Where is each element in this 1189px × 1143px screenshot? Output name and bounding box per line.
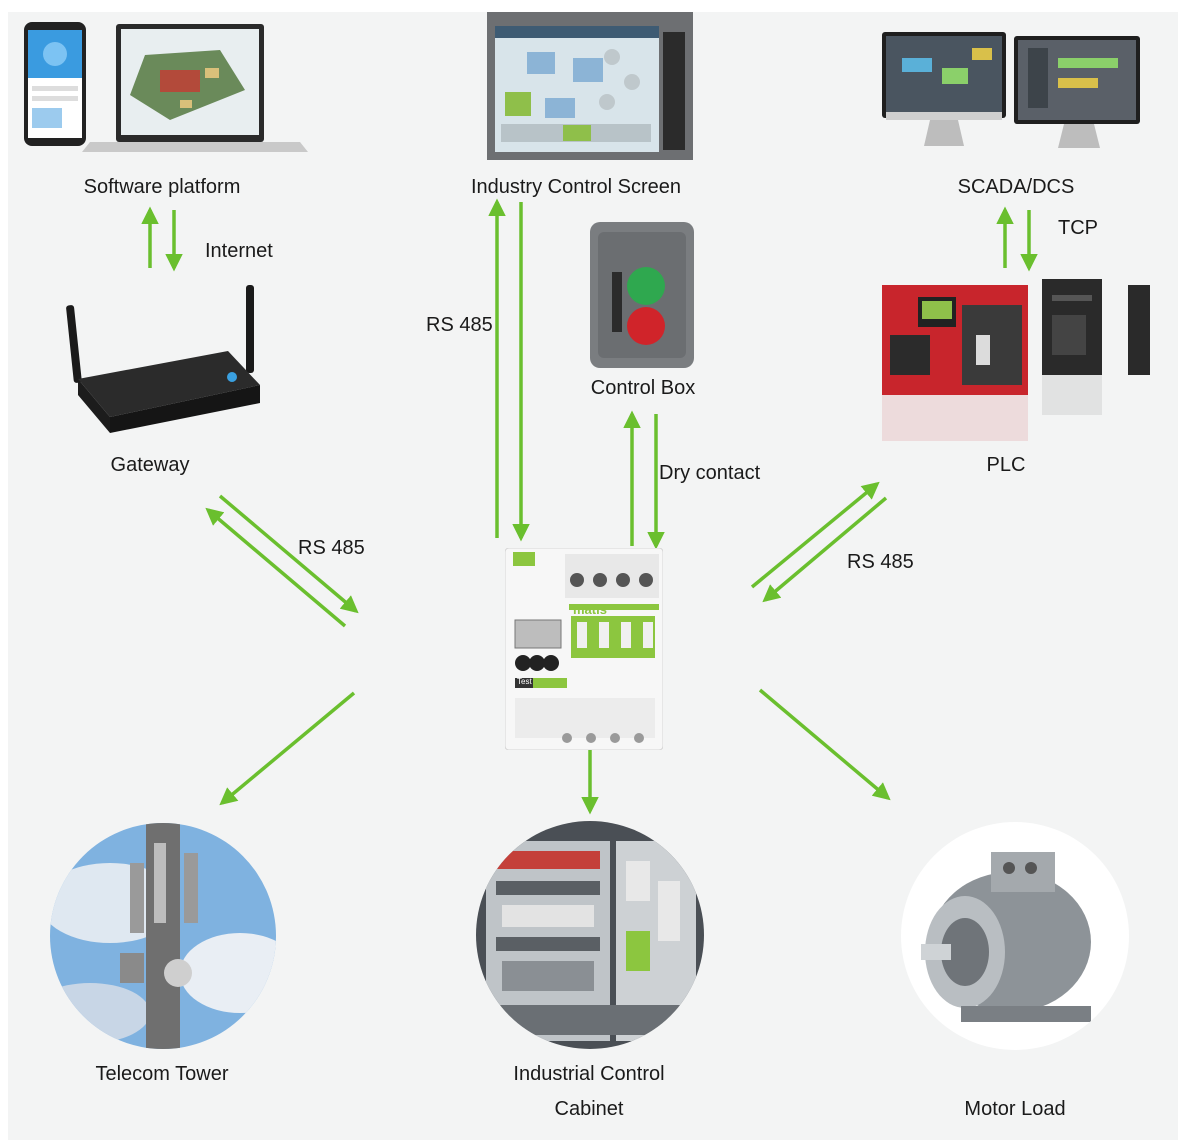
- software-platform-image: [20, 20, 310, 155]
- edge-label-rs485-screen: RS 485: [426, 314, 493, 336]
- label-gateway: Gateway: [110, 454, 190, 476]
- matis-device-image: matis Test: [504, 547, 664, 751]
- label-scada-dcs: SCADA/DCS: [957, 176, 1075, 198]
- device-brand: matis: [573, 602, 607, 617]
- edge-label-tcp: TCP: [1058, 217, 1098, 239]
- industry-control-screen-image: [487, 12, 693, 160]
- arrow-device-to-telecom: [219, 691, 356, 806]
- industrial-control-cabinet-image: [476, 821, 704, 1049]
- label-industry-control-screen: Industry Control Screen: [470, 176, 682, 198]
- edge-label-rs485-plc: RS 485: [847, 551, 914, 573]
- arrow-device-to-motor: [758, 688, 891, 801]
- label-control-box: Control Box: [590, 377, 696, 399]
- edge-label-rs485-gateway: RS 485: [298, 537, 365, 559]
- edge-label-dry-contact: Dry contact: [659, 462, 761, 484]
- device-test-label: Test: [517, 677, 532, 686]
- control-box-image: [590, 222, 694, 368]
- arrow-device-to-plc: [750, 481, 880, 589]
- arrow-plc-to-device: [762, 496, 888, 603]
- motor-load-image: [901, 822, 1129, 1050]
- plc-image: [882, 275, 1152, 445]
- scada-dcs-image: [882, 28, 1150, 156]
- label-industrial-control-cabinet-line1: Industrial Control: [513, 1063, 665, 1085]
- label-plc: PLC: [986, 454, 1026, 476]
- arrow-gateway-to-device: [218, 494, 359, 614]
- label-telecom-tower: Telecom Tower: [95, 1063, 229, 1085]
- gateway-image: [60, 285, 265, 435]
- arrow-device-to-gateway: [205, 507, 347, 628]
- telecom-tower-image: [50, 823, 276, 1049]
- label-industrial-control-cabinet-line2: Cabinet: [554, 1098, 624, 1120]
- edge-label-internet: Internet: [205, 240, 273, 262]
- label-software-platform: Software platform: [83, 176, 241, 198]
- label-motor-load: Motor Load: [964, 1098, 1066, 1120]
